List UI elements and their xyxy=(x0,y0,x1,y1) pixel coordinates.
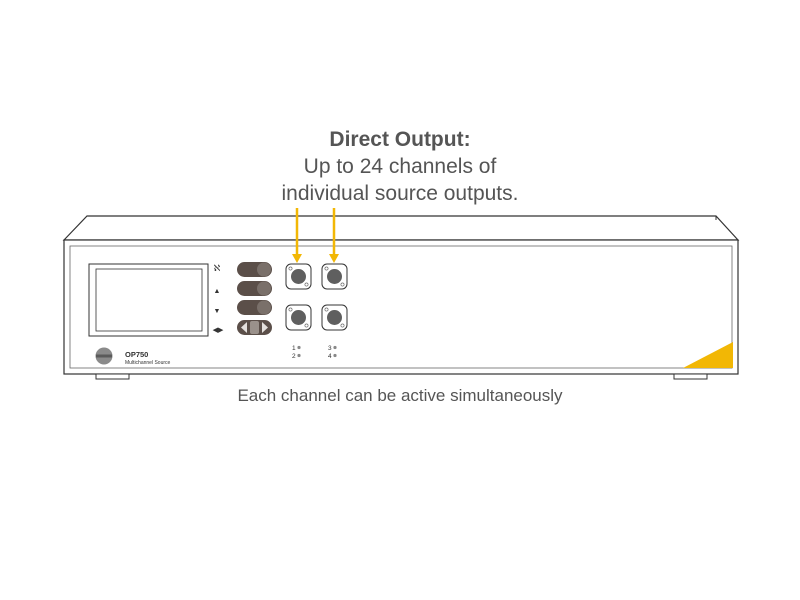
callout-line-2: individual source outputs. xyxy=(281,182,519,205)
output-label-3: 3 xyxy=(328,345,332,352)
front-panel-inset xyxy=(69,245,733,369)
brand-corner-accent xyxy=(683,342,733,368)
output-led-2 xyxy=(297,353,301,358)
right-foot xyxy=(673,373,708,380)
callout-line-1: Up to 24 channels of xyxy=(303,155,497,178)
footer-caption: Each channel can be active simultaneousl… xyxy=(237,386,563,405)
power-knob[interactable] xyxy=(95,347,113,365)
callout-arrow-left xyxy=(292,208,302,263)
nav-down-icon[interactable]: ▼ xyxy=(214,308,221,315)
callout-title: Direct Output: xyxy=(329,128,471,151)
menu-button-1[interactable] xyxy=(237,262,272,277)
nav-leftright-icon[interactable]: ◀▶ xyxy=(213,327,224,334)
menu-button-2[interactable] xyxy=(237,281,272,296)
nav-top-icon: ℵ xyxy=(214,263,221,273)
chassis-top xyxy=(62,215,740,241)
nav-up-icon[interactable]: ▲ xyxy=(214,288,221,295)
output-led-4 xyxy=(333,353,337,358)
output-label-4: 4 xyxy=(328,353,332,360)
callout-arrow-right xyxy=(329,208,339,263)
output-led-3 xyxy=(333,345,337,350)
rocker-switch[interactable] xyxy=(237,320,272,335)
menu-button-3[interactable] xyxy=(237,300,272,315)
output-connector-4[interactable] xyxy=(321,304,348,331)
model-name: OP750 xyxy=(125,350,148,359)
output-connector-3[interactable] xyxy=(321,263,348,290)
output-connector-1[interactable] xyxy=(285,263,312,290)
model-subtitle: Multichannel Source xyxy=(125,360,171,366)
output-label-1: 1 xyxy=(292,345,296,352)
output-label-2: 2 xyxy=(292,353,296,360)
output-connector-2[interactable] xyxy=(285,304,312,331)
output-led-1 xyxy=(297,345,301,350)
lcd-display-screen xyxy=(95,268,203,332)
left-foot xyxy=(95,373,130,380)
